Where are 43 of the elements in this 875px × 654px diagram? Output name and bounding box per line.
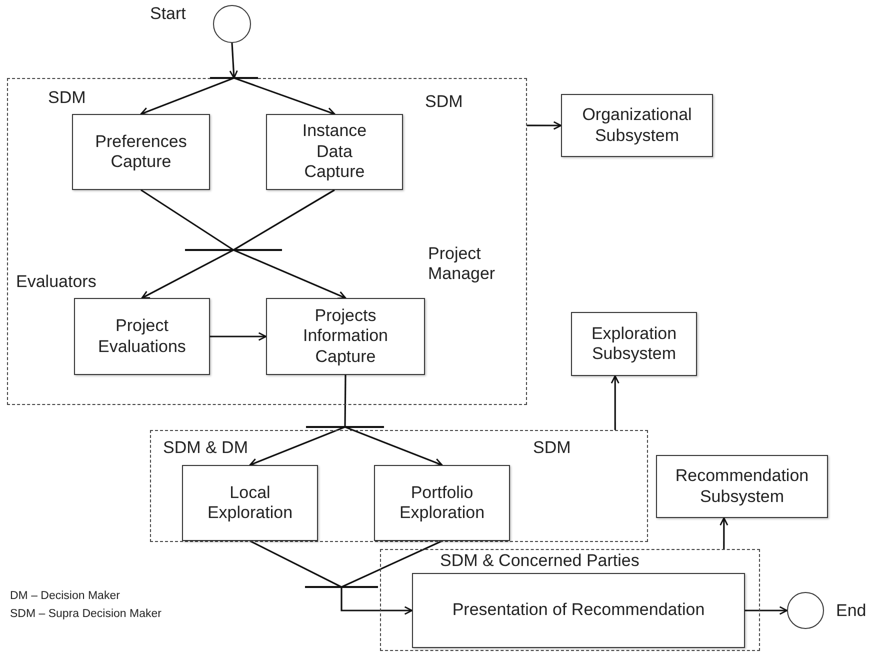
- process-box: Organizational Subsystem: [561, 94, 713, 157]
- arrow: [344, 426, 443, 466]
- legend-note: DM – Decision Maker: [10, 590, 120, 602]
- role-label: SDM: [48, 88, 86, 108]
- arrow: [527, 121, 562, 130]
- process-box: Local Exploration: [182, 465, 318, 541]
- arrow: [720, 517, 728, 549]
- process-box: Instance Data Capture: [266, 114, 403, 190]
- role-label: Start: [150, 4, 186, 24]
- connector-line: [250, 540, 342, 588]
- legend-note: SDM – Supra Decision Maker: [10, 608, 162, 620]
- process-box: Portfolio Exploration: [374, 465, 510, 541]
- role-label: SDM: [425, 92, 463, 112]
- process-box: Projects Information Capture: [266, 298, 425, 375]
- arrow: [229, 42, 238, 79]
- dashed-group-box: [380, 549, 760, 651]
- arrow: [140, 77, 234, 116]
- process-box: Project Evaluations: [74, 298, 210, 375]
- connector-line: [344, 375, 346, 427]
- arrow: [745, 606, 788, 615]
- process-box: Preferences Capture: [72, 114, 210, 190]
- role-label: End: [836, 601, 866, 622]
- arrow: [233, 249, 346, 300]
- arrow: [141, 249, 234, 299]
- role-label: SDM: [533, 438, 571, 458]
- process-box: Recommendation Subsystem: [656, 455, 828, 518]
- role-label: Project Manager: [428, 244, 496, 285]
- arrow: [249, 426, 346, 466]
- arrow: [234, 77, 336, 116]
- arrow: [210, 332, 267, 341]
- dashed-group-box: [7, 78, 527, 405]
- circle-node: [787, 592, 824, 629]
- process-box: Presentation of Recommendation: [412, 573, 745, 648]
- process-box: Exploration Subsystem: [571, 312, 697, 376]
- circle-node: [213, 5, 251, 43]
- role-label: Evaluators: [16, 272, 96, 292]
- role-label: SDM & DM: [163, 438, 248, 458]
- connector-line: [233, 189, 335, 251]
- connector-line: [140, 189, 234, 251]
- dashed-group-box: [150, 430, 648, 542]
- arrow: [340, 587, 413, 615]
- arrow: [610, 375, 620, 430]
- role-label: SDM & Concerned Parties: [440, 551, 640, 572]
